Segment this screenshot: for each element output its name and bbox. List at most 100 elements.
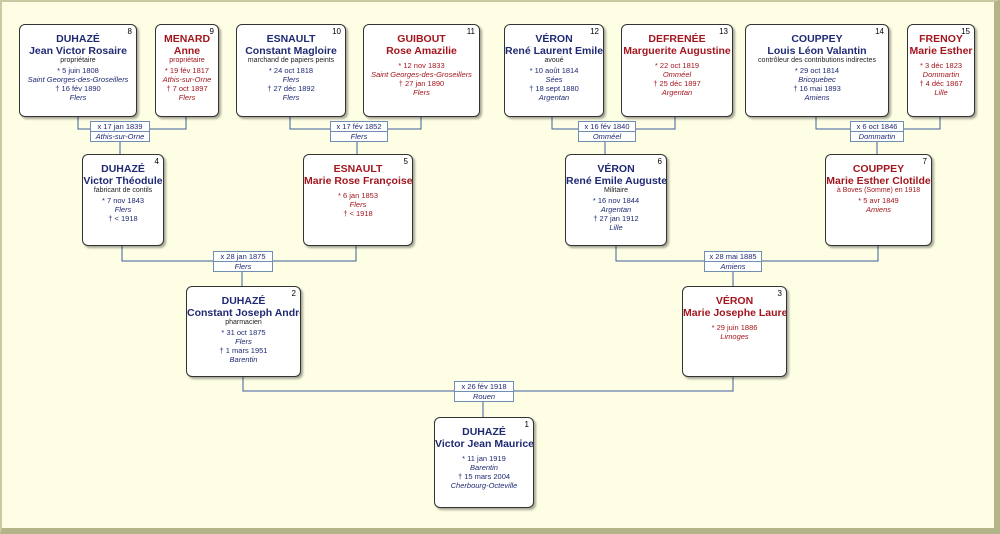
person-surname: COUPPEY <box>852 163 905 175</box>
person-birth-place: Flers <box>282 74 300 84</box>
person-card-11[interactable]: 11 GUIBOUT Rose Amazilie * 12 nov 1833 S… <box>363 24 480 117</box>
person-birth: * 16 nov 1844 <box>592 195 640 205</box>
person-card-13[interactable]: 13 DEFRENÉE Marguerite Augustine * 22 oc… <box>621 24 733 117</box>
person-birth-place: Amiens <box>865 204 891 214</box>
person-birth-place: Flers <box>235 336 252 346</box>
person-number: 13 <box>719 27 728 36</box>
person-card-4[interactable]: 4 DUHAZÉ Victor Théodule fabricant de co… <box>82 154 164 246</box>
marriage-box-4-5[interactable]: x 28 jan 1875 Flers <box>213 251 273 272</box>
person-birth-place: Omméel <box>662 70 692 79</box>
person-occupation: Militaire <box>603 187 629 194</box>
person-birth: * 19 fév 1817 <box>164 65 210 75</box>
person-number: 9 <box>209 27 214 36</box>
person-death-place: Amiens <box>804 92 830 102</box>
person-number: 8 <box>127 27 132 36</box>
person-death-place: Argentan <box>661 88 693 97</box>
person-death: † 16 fév 1890 <box>55 83 101 93</box>
person-number: 11 <box>466 27 475 36</box>
person-death-place: Barentin <box>229 354 258 364</box>
person-occupation: à Boves (Somme) en 1918 <box>836 187 921 194</box>
person-death: † 1 mars 1951 <box>219 345 268 355</box>
person-surname: COUPPEY <box>791 33 843 45</box>
person-death: † 27 jan 1890 <box>398 79 445 88</box>
marriage-place: Athis-sur-Orne <box>95 132 145 141</box>
person-card-9[interactable]: 9 MENARD Anne propriétaire * 19 fév 1817… <box>155 24 219 117</box>
person-surname: DUHAZÉ <box>56 33 100 45</box>
person-occupation: avoué <box>544 57 564 64</box>
person-surname: VÉRON <box>597 163 635 175</box>
person-given-names: Marie Esther <box>909 45 973 57</box>
person-death-place: Flers <box>282 92 300 102</box>
marriage-date: x 17 fév 1852 <box>331 122 387 132</box>
person-birth: * 12 nov 1833 <box>398 61 445 70</box>
marriage-box-10-11[interactable]: x 17 fév 1852 Flers <box>330 121 388 142</box>
person-card-6[interactable]: 6 VÉRON René Emile Auguste Militaire * 1… <box>565 154 667 246</box>
person-surname: MENARD <box>163 33 211 45</box>
person-death-place: Cherbourg-Octeville <box>450 481 518 490</box>
person-number: 6 <box>657 157 662 166</box>
person-surname: VÉRON <box>535 33 573 45</box>
marriage-date: x 26 fév 1918 <box>455 382 513 392</box>
person-birth-place: Limoges <box>720 332 749 341</box>
person-given-names: Marie Rose Françoise <box>304 175 413 187</box>
person-birth: * 10 août 1814 <box>529 65 579 75</box>
person-number: 3 <box>777 289 782 298</box>
person-death: † 18 sept 1880 <box>529 83 579 93</box>
person-surname: GUIBOUT <box>397 33 446 45</box>
person-occupation: fabricant de contils <box>93 187 153 194</box>
person-card-8[interactable]: 8 DUHAZÉ Jean Victor Rosaire propriétair… <box>19 24 137 117</box>
person-card-10[interactable]: 10 ESNAULT Constant Magloire marchand de… <box>236 24 346 117</box>
person-death: † < 1918 <box>343 209 373 218</box>
person-card-15[interactable]: 15 FRENOY Marie Esther * 3 déc 1823 Domm… <box>907 24 975 117</box>
marriage-place: Flers <box>350 132 368 141</box>
person-death-place: Flers <box>69 92 87 102</box>
person-given-names: René Emile Auguste <box>566 175 667 187</box>
person-surname: VÉRON <box>715 295 754 307</box>
person-card-5[interactable]: 5 ESNAULT Marie Rose Françoise * 6 jan 1… <box>303 154 413 246</box>
marriage-box-2-3[interactable]: x 26 fév 1918 Rouen <box>454 381 514 402</box>
marriage-box-8-9[interactable]: x 17 jan 1839 Athis-sur-Orne <box>90 121 150 142</box>
person-number: 10 <box>332 27 341 36</box>
person-card-1[interactable]: 1 DUHAZÉ Victor Jean Maurice * 11 jan 19… <box>434 417 534 508</box>
marriage-box-12-13[interactable]: x 16 fév 1840 Omméel <box>578 121 636 142</box>
person-death-place: Flers <box>413 88 430 97</box>
person-surname: DUHAZÉ <box>462 426 506 438</box>
person-given-names: Marie Esther Clotilde <box>826 175 931 187</box>
person-card-3[interactable]: 3 VÉRON Marie Josephe Laure * 29 juin 18… <box>682 286 787 377</box>
person-birth: * 29 juin 1886 <box>711 323 758 332</box>
person-death: † 27 déc 1892 <box>267 83 315 93</box>
person-number: 14 <box>875 27 884 36</box>
person-death-place: Lille <box>609 222 623 232</box>
person-given-names: Constant Magloire <box>245 45 337 57</box>
person-given-names: René Laurent Emile <box>505 45 604 57</box>
person-death: † 27 jan 1912 <box>593 213 639 223</box>
person-card-14[interactable]: 14 COUPPEY Louis Léon Valantin contrôleu… <box>745 24 889 117</box>
marriage-date: x 28 mai 1885 <box>705 252 761 262</box>
person-card-2[interactable]: 2 DUHAZÉ Constant Joseph André pharmacie… <box>186 286 301 377</box>
person-death: † 7 oct 1897 <box>166 83 208 93</box>
person-card-7[interactable]: 7 COUPPEY Marie Esther Clotilde à Boves … <box>825 154 932 246</box>
person-given-names: Anne <box>173 45 201 57</box>
person-birth: * 31 oct 1875 <box>221 327 266 337</box>
person-birth-place: Bricquebec <box>798 74 836 84</box>
person-given-names: Louis Léon Valantin <box>767 45 867 57</box>
person-given-names: Marguerite Augustine <box>623 45 731 57</box>
person-occupation: propriétaire <box>169 57 205 64</box>
person-card-12[interactable]: 12 VÉRON René Laurent Emile avoué * 10 a… <box>504 24 604 117</box>
person-birth-place: Flers <box>114 204 132 214</box>
person-death-place: Flers <box>178 92 196 102</box>
person-occupation: contrôleur des contributions indirectes <box>758 57 876 64</box>
person-birth: * 11 jan 1919 <box>462 454 506 463</box>
person-occupation: propriétaire <box>60 57 96 64</box>
person-birth-place: Saint Georges-des-Groseillers <box>27 74 129 84</box>
person-number: 15 <box>961 27 970 36</box>
person-death: † 16 mai 1893 <box>793 83 841 93</box>
person-birth-place: Sées <box>545 74 563 84</box>
person-surname: DEFRENÉE <box>648 33 706 45</box>
person-birth-place: Athis-sur-Orne <box>162 74 212 84</box>
marriage-box-14-15[interactable]: x 6 oct 1846 Dommartin <box>850 121 904 142</box>
person-surname: FRENOY <box>919 33 963 45</box>
person-occupation: marchand de papiers peints <box>247 57 335 64</box>
person-birth-place: Flers <box>349 200 367 209</box>
marriage-box-6-7[interactable]: x 28 mai 1885 Amiens <box>704 251 762 272</box>
